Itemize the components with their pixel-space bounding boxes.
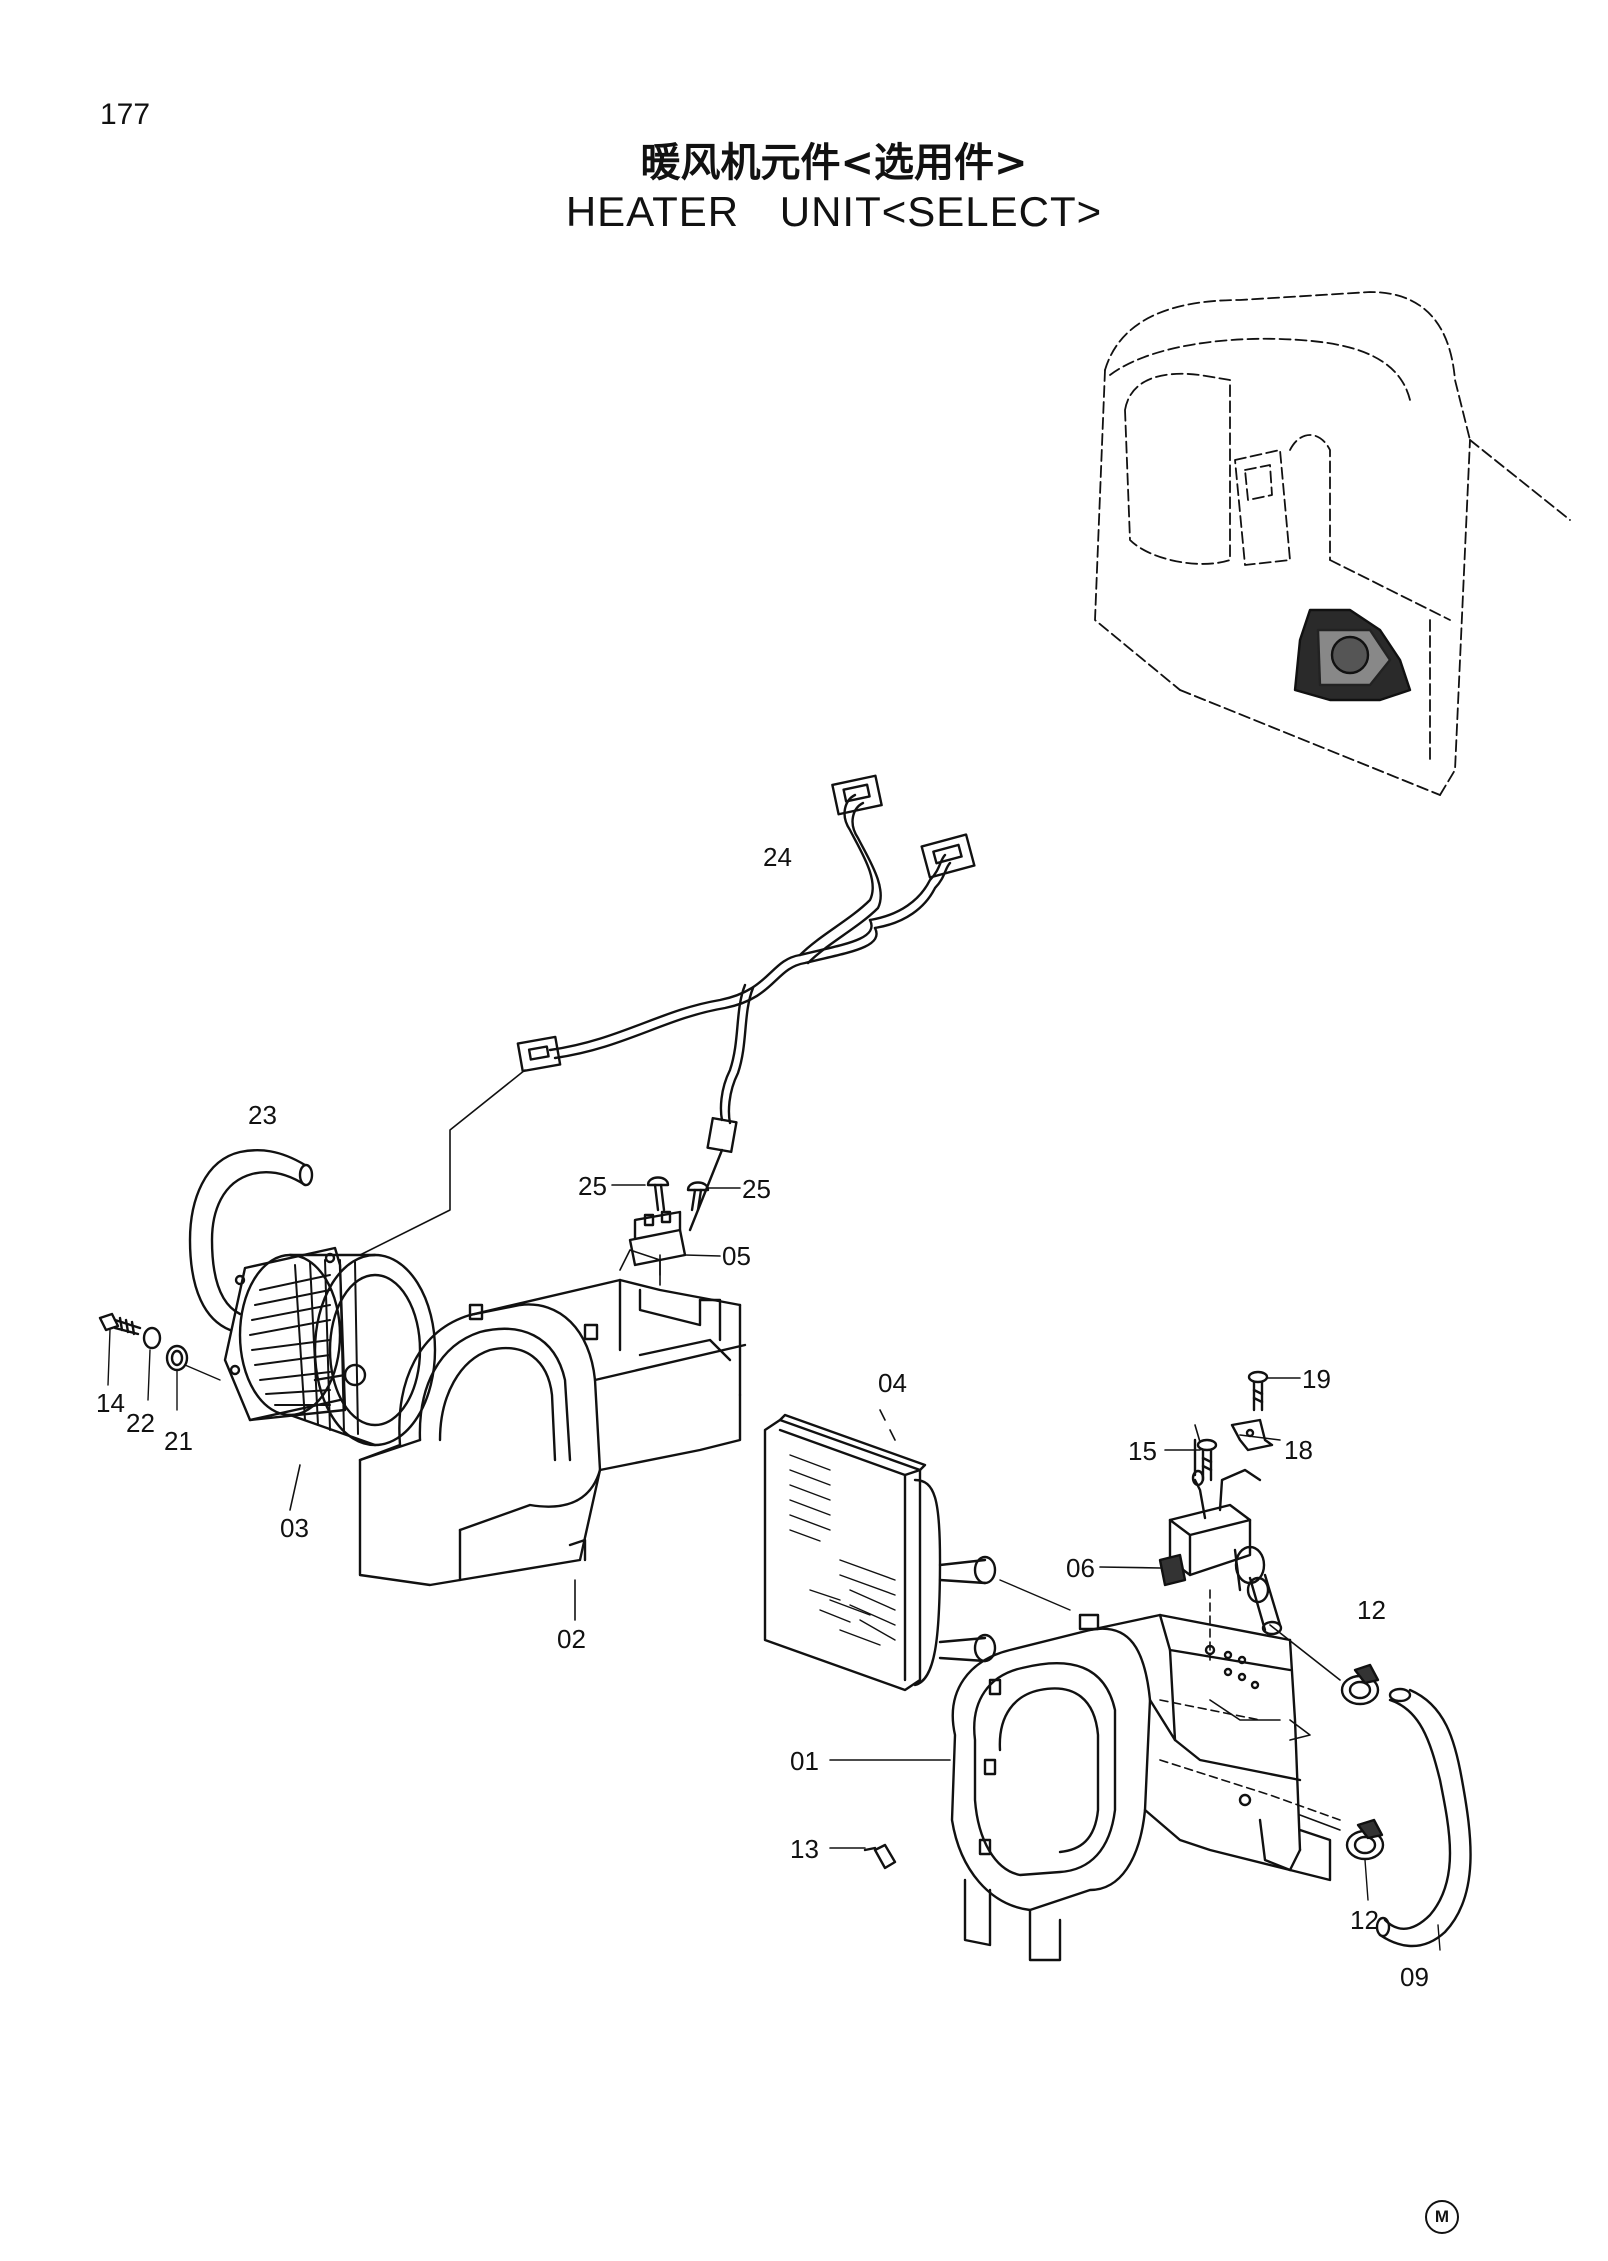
screw-15 — [1196, 1438, 1218, 1482]
hose-clamp-12-upper — [1269, 1624, 1380, 1706]
callout-14: 14 — [96, 1388, 125, 1418]
clip-13 — [863, 1843, 897, 1870]
callout-23: 23 — [248, 1100, 277, 1130]
cab-heater-highlight — [1293, 608, 1412, 702]
screw-25-left — [646, 1176, 670, 1212]
callout-24: 24 — [763, 842, 792, 872]
switch-05 — [628, 1210, 687, 1276]
title-chinese: 暖风机元件<选用件> — [640, 140, 1028, 186]
callout-02: 02 — [557, 1624, 586, 1654]
callout-13: 13 — [790, 1834, 819, 1864]
plate-18 — [1230, 1418, 1274, 1452]
callout-25-left: 25 — [578, 1171, 607, 1201]
heater-case-01 — [950, 1613, 1341, 1962]
callout-06: 06 — [1066, 1553, 1095, 1583]
hose-23 — [188, 1149, 314, 1332]
blower-fan-03 — [223, 1246, 437, 1511]
callout-21: 21 — [164, 1426, 193, 1456]
hose-09 — [1375, 1687, 1472, 1951]
callout-18: 18 — [1284, 1435, 1313, 1465]
callout-03: 03 — [280, 1513, 309, 1543]
callout-22: 22 — [126, 1408, 155, 1438]
callout-25-right: 25 — [742, 1174, 771, 1204]
hose-clamp-12-lower — [1299, 1814, 1385, 1901]
heater-core-04 — [763, 1409, 1071, 1692]
callout-04: 04 — [878, 1368, 907, 1398]
callout-12-upper: 12 — [1357, 1595, 1386, 1625]
fastener-set-left — [98, 1312, 221, 1411]
title-english: HEATER UNIT<SELECT> — [565, 188, 1103, 235]
callout-05: 05 — [722, 1241, 751, 1271]
leader-lines — [611, 1184, 1301, 1849]
callout-01: 01 — [790, 1746, 819, 1776]
callout-19: 19 — [1302, 1364, 1331, 1394]
screw-19 — [1247, 1370, 1269, 1412]
wire-harness — [359, 774, 976, 1256]
cab-location-inset — [1094, 291, 1571, 796]
water-valve-06 — [1158, 1438, 1283, 1661]
callout-12-lower: 12 — [1350, 1905, 1379, 1935]
manufacturer-mark: M — [1425, 2200, 1459, 2234]
screw-25-right — [686, 1181, 710, 1212]
heater-case-02 — [358, 1249, 747, 1621]
callout-09: 09 — [1400, 1962, 1429, 1992]
callout-15: 15 — [1128, 1436, 1157, 1466]
page-number: 177 — [100, 98, 151, 131]
